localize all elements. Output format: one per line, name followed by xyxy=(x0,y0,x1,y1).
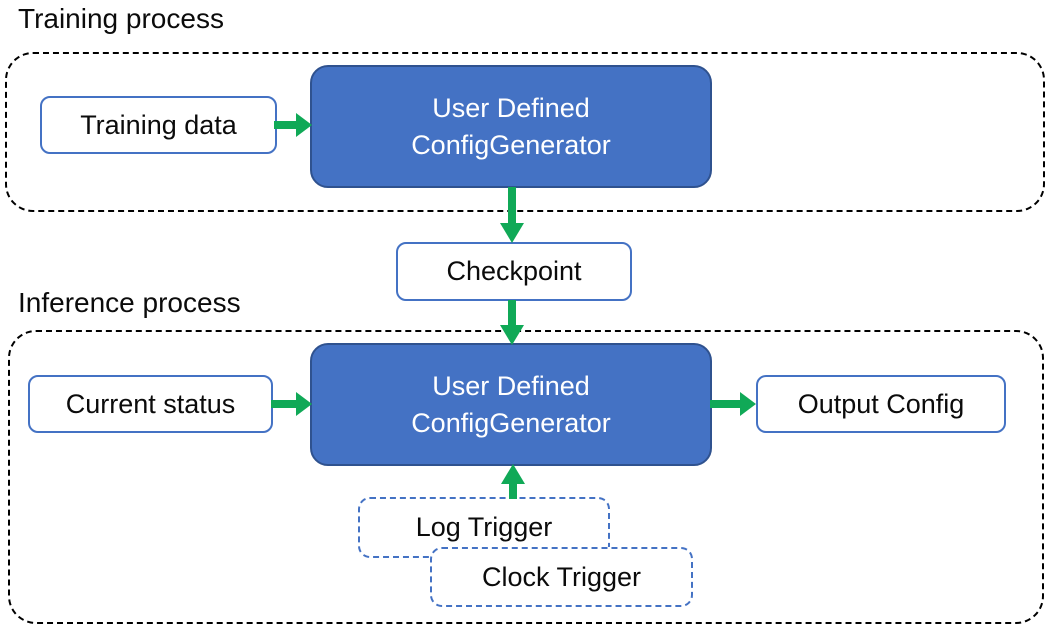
arrow-training-data-to-generator xyxy=(274,111,312,139)
training-process-title: Training process xyxy=(18,3,224,34)
config-generator-inference-line2: ConfigGenerator xyxy=(411,407,611,438)
config-generator-inference-node: User Defined ConfigGenerator xyxy=(310,343,712,466)
clock-trigger-node: Clock Trigger xyxy=(430,547,693,607)
output-config-node: Output Config xyxy=(756,375,1006,433)
config-generator-training-line1: User Defined xyxy=(432,92,590,123)
arrow-checkpoint-to-inference-generator xyxy=(498,300,526,345)
training-process-container xyxy=(5,52,1045,212)
arrow-current-status-to-generator xyxy=(271,390,312,418)
config-generator-training-node: User Defined ConfigGenerator xyxy=(310,65,712,188)
config-generator-training-line2: ConfigGenerator xyxy=(411,129,611,160)
inference-process-title: Inference process xyxy=(18,287,241,318)
inference-process-container xyxy=(8,330,1044,624)
checkpoint-node: Checkpoint xyxy=(396,242,632,301)
arrow-log-trigger-to-generator xyxy=(499,464,527,499)
training-data-node: Training data xyxy=(40,96,277,154)
arrow-generator-to-output-config xyxy=(710,390,756,418)
arrow-generator-to-checkpoint xyxy=(498,187,526,243)
current-status-node: Current status xyxy=(28,375,273,433)
config-generator-inference-line1: User Defined xyxy=(432,370,590,401)
